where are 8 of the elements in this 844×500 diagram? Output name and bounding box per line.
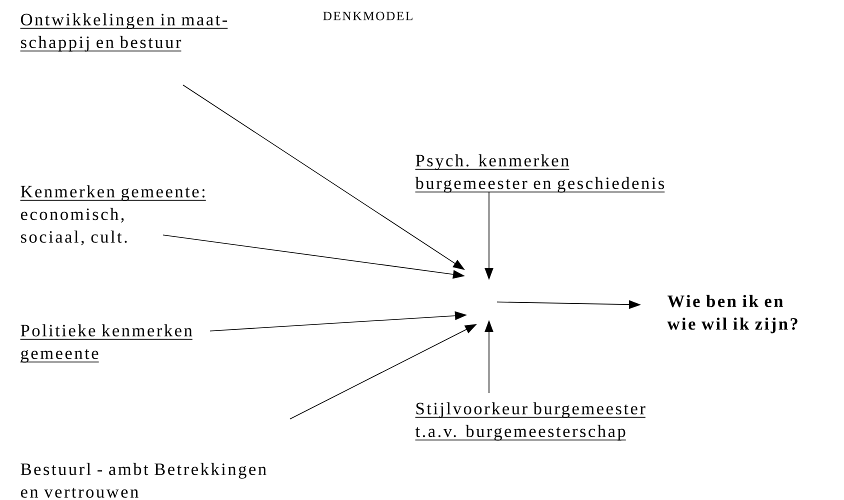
factor-text: Psych. kenmerken burgemeester en geschiedenis (414, 154, 666, 193)
factor-text: Stijlvoorkeur burgemeester t.a.v. burgemeesterschap (414, 402, 646, 441)
factor-text: Kenmerken gemeente: economisch, sociaal, cult. (20, 185, 206, 246)
title: DENKMODEL (323, 12, 412, 20)
answer-text: Wie ben ik en wie wil ik zijn? (667, 294, 798, 334)
factor-text: Politieke kenmerken gemeente (20, 324, 193, 363)
factor-text: Bestuurl - ambt Betrekkingen en vertrouwen (20, 462, 266, 498)
factor-text: Ontwikkelingen in maat- schappij en bestuur (20, 13, 228, 52)
